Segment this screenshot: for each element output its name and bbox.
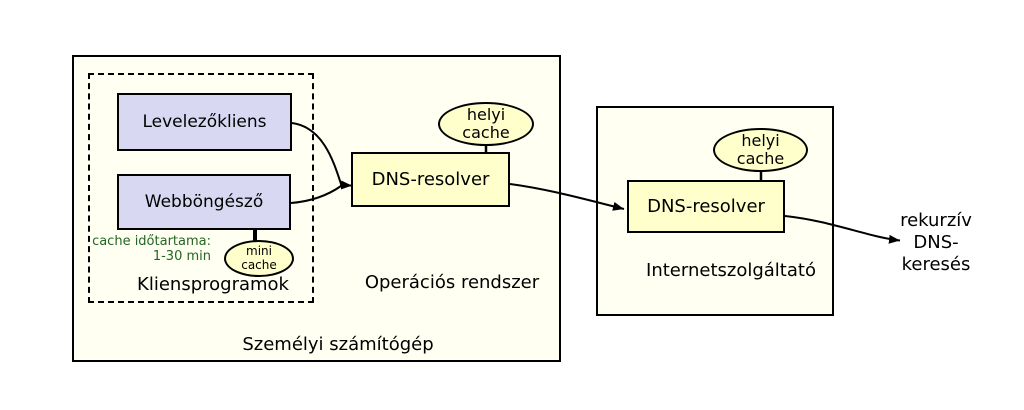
isp-label: Internetszolgáltató (646, 260, 816, 281)
local-cache-isp-line1: helyi (741, 130, 780, 150)
dns-resolver-isp-box: DNS-resolver (627, 180, 785, 233)
cache-duration-note: cache időtartama: 1-30 min (92, 234, 211, 264)
local-cache-os-line2: cache (462, 123, 510, 142)
mini-cache-ellipse: mini cache (224, 240, 294, 277)
dns-resolver-os-box: DNS-resolver (351, 152, 510, 207)
local-cache-os-ellipse: helyi cache (438, 102, 534, 146)
mini-cache-line2: cache (241, 257, 277, 272)
local-cache-isp-ellipse: helyi cache (713, 128, 808, 172)
operating-system-label: Operációs rendszer (364, 272, 540, 293)
mail-client-label: Levelezőkliens (142, 112, 267, 132)
dns-resolver-isp-label: DNS-resolver (647, 196, 765, 217)
cache-duration-line2: 1-30 min (152, 249, 211, 264)
personal-computer-label: Személyi számítógép (242, 334, 434, 355)
client-programs-label: Kliensprogramok (137, 274, 289, 295)
recursive-lookup-line3: keresés (901, 254, 971, 275)
mini-cache-line1: mini (246, 243, 272, 258)
recursive-lookup-line1: rekurzív (900, 210, 972, 231)
local-cache-os-line1: helyi (466, 104, 506, 124)
local-cache-isp-line2: cache (736, 149, 785, 168)
mail-client-box: Levelezőkliens (117, 93, 292, 151)
recursive-lookup-line2: DNS- (913, 232, 959, 253)
cache-duration-line1: cache időtartama: (92, 234, 211, 249)
recursive-lookup-label: rekurzív DNS- keresés (890, 210, 982, 276)
web-browser-box: Webböngésző (117, 174, 291, 230)
dns-resolver-os-label: DNS-resolver (371, 169, 490, 190)
web-browser-label: Webböngésző (144, 192, 264, 212)
